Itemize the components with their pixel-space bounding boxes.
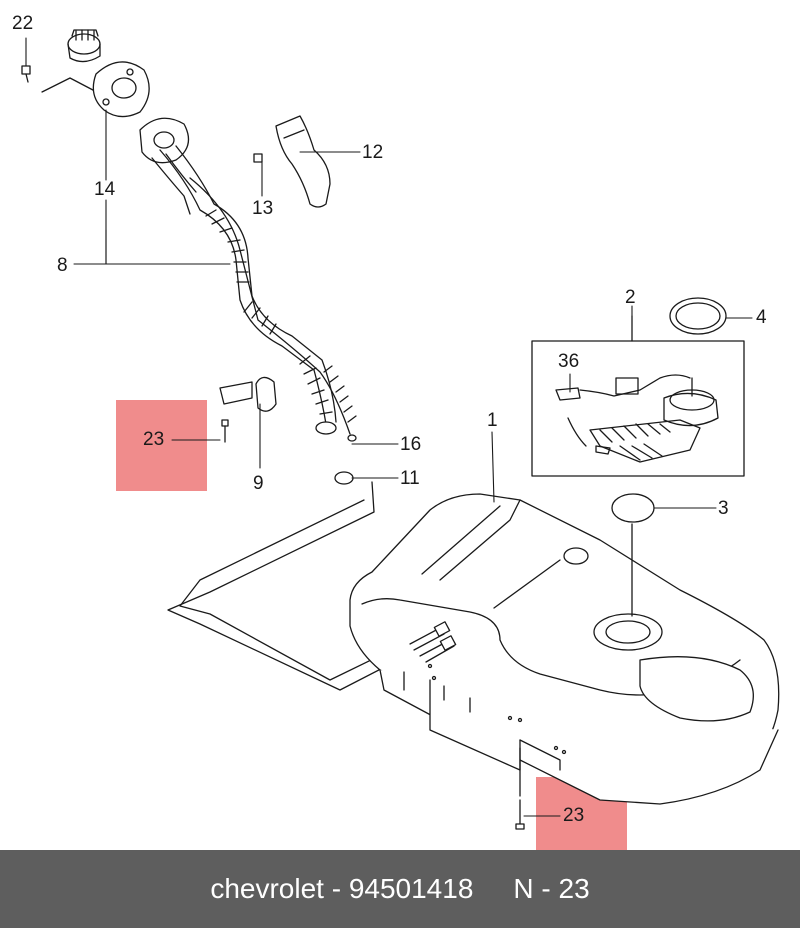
routing-outline — [167, 481, 411, 691]
callout-23-left: 23 — [143, 429, 165, 450]
callout-36: 36 — [558, 351, 580, 372]
bracket-12 — [275, 115, 331, 208]
footer-brand-part-number: chevrolet - 94501418 — [210, 873, 474, 904]
filler-cap — [67, 29, 101, 63]
callout-11: 11 — [400, 468, 420, 489]
callout-1: 1 — [487, 410, 498, 431]
callout-13: 13 — [252, 198, 274, 219]
callout-12: 12 — [362, 142, 384, 163]
clamp-11 — [334, 471, 354, 485]
screw-13 — [253, 153, 263, 163]
filler-neck-hose — [151, 145, 357, 442]
callout-3: 3 — [718, 498, 729, 519]
seal-ring-3 — [611, 493, 655, 523]
callout-14: 14 — [94, 179, 116, 200]
footer-ref-number: N - 23 — [513, 873, 590, 904]
bolt-23-bottom — [515, 799, 525, 830]
strap-9 — [219, 376, 277, 412]
fuel-pump-module-2 — [531, 315, 745, 477]
highlight-box-23-left — [116, 400, 207, 491]
callout-2: 2 — [625, 287, 636, 308]
footer-bar: chevrolet - 94501418 N - 23 — [0, 850, 800, 928]
lock-ring-4 — [669, 297, 727, 335]
fuel-tank-drawing — [21, 29, 780, 830]
callout-23-bottom: 23 — [563, 805, 585, 826]
leader-lines — [25, 37, 753, 817]
fuel-tank — [349, 493, 780, 805]
filler-flange — [92, 61, 190, 164]
callout-4: 4 — [756, 307, 767, 328]
callout-16: 16 — [400, 434, 422, 455]
callout-9: 9 — [253, 473, 264, 494]
bolt-23-left — [221, 419, 229, 443]
callout-8: 8 — [57, 255, 68, 276]
callout-22: 22 — [12, 13, 34, 34]
